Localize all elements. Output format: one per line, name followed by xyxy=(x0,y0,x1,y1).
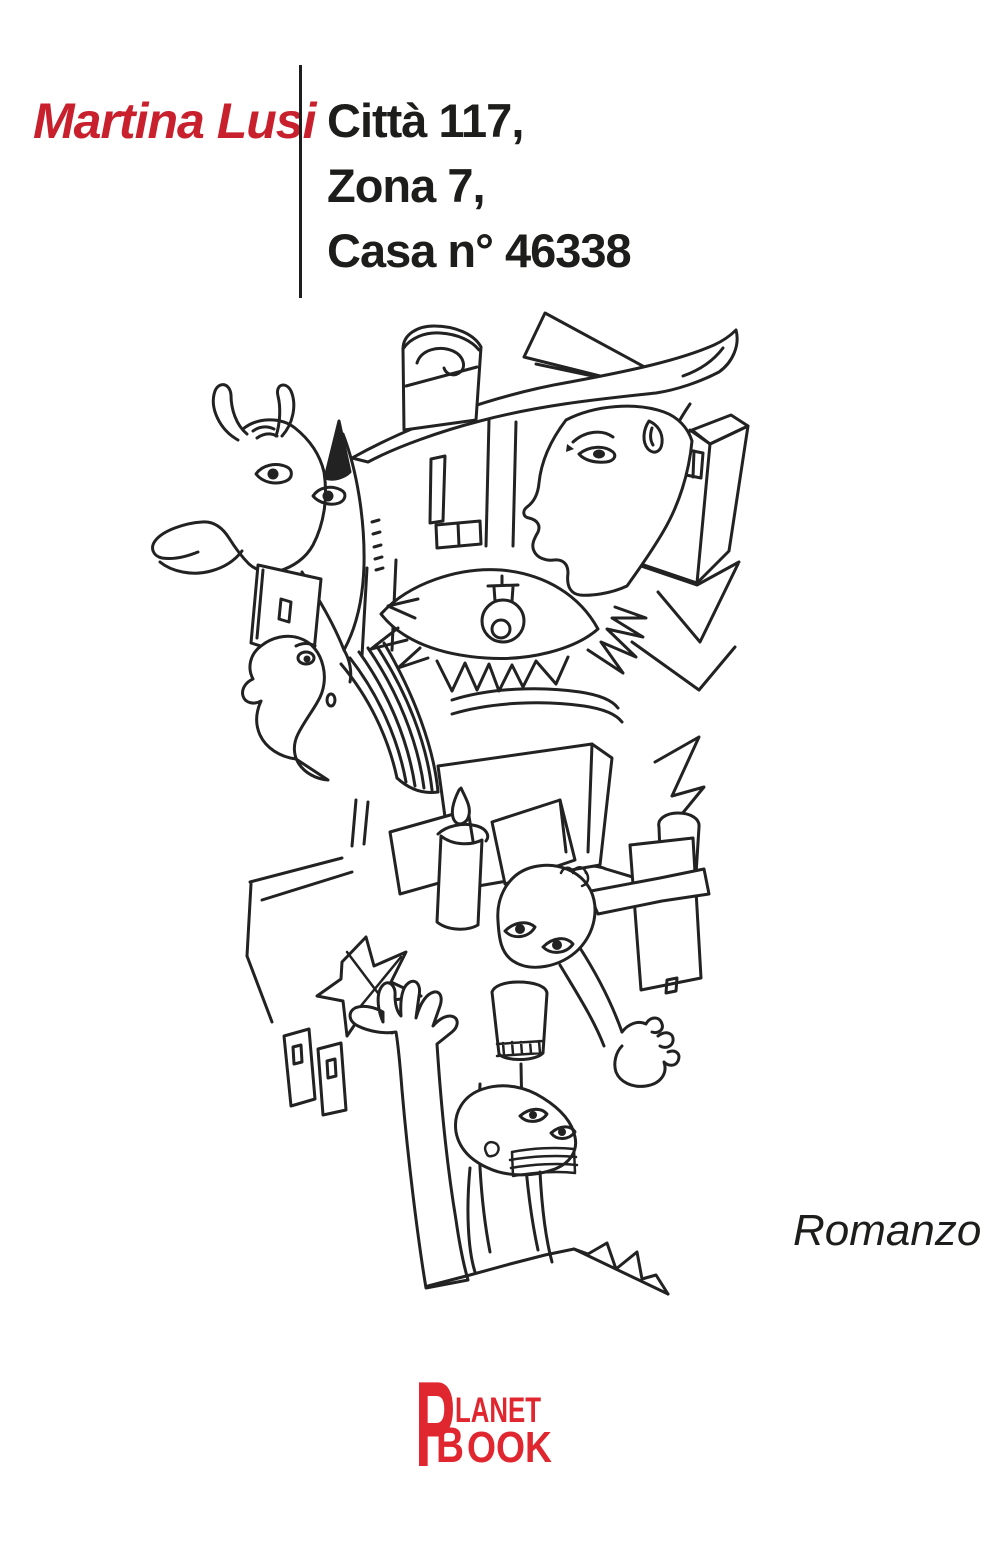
logo-letter-p: P xyxy=(415,1356,455,1492)
logo-letter-b: B xyxy=(436,1417,464,1473)
author-name: Martina Lusi xyxy=(33,93,316,149)
title-divider xyxy=(299,65,302,298)
title-line-3: Casa n° 46338 xyxy=(327,224,632,277)
boxes-clutter xyxy=(245,687,624,1117)
book-title: Città 117, Zona 7, Casa n° 46338 xyxy=(327,88,632,283)
title-line-2: Zona 7, xyxy=(327,159,486,212)
genre-label: Romanzo xyxy=(793,1206,982,1255)
scroll-tower xyxy=(401,324,483,432)
ground-spiked-tail xyxy=(426,1241,670,1296)
fallen-figures xyxy=(348,863,711,1290)
woman-face xyxy=(241,634,440,794)
logo-word-lanet: LANET xyxy=(455,1391,541,1430)
bull-head xyxy=(151,383,398,684)
banner-swoosh xyxy=(350,328,739,464)
logo-word-ook: OOK xyxy=(467,1423,552,1472)
title-line-1: Città 117, xyxy=(327,94,524,147)
profile-face xyxy=(522,404,694,597)
eye-lamp xyxy=(369,568,648,693)
